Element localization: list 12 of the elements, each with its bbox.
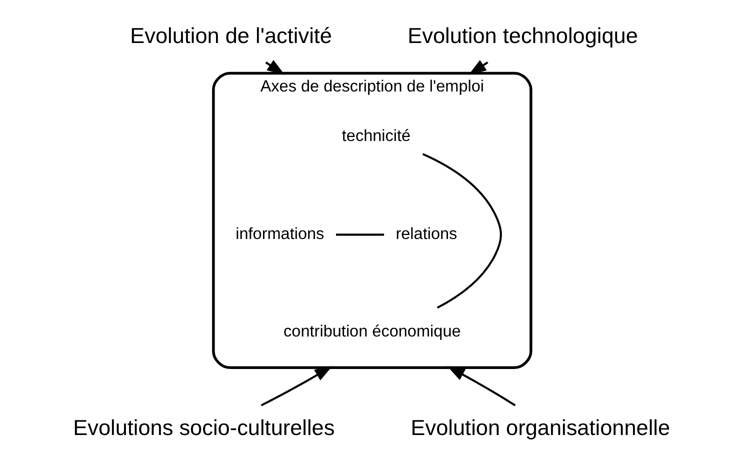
node-text: Evolutions socio-culturelles	[72, 415, 334, 440]
connector	[336, 234, 384, 236]
arrow	[260, 366, 332, 406]
node-text: technicité	[341, 127, 410, 146]
node-text: Evolution de l'activité	[130, 23, 332, 48]
node-text: Evolution technologique	[407, 23, 638, 48]
node-text: relations	[395, 224, 457, 243]
node-text: contribution économique	[283, 322, 460, 341]
arrow	[446, 366, 516, 406]
node-text: Evolution organisationnelle	[410, 415, 670, 440]
connector	[422, 153, 502, 309]
node-text: informations	[235, 224, 324, 243]
